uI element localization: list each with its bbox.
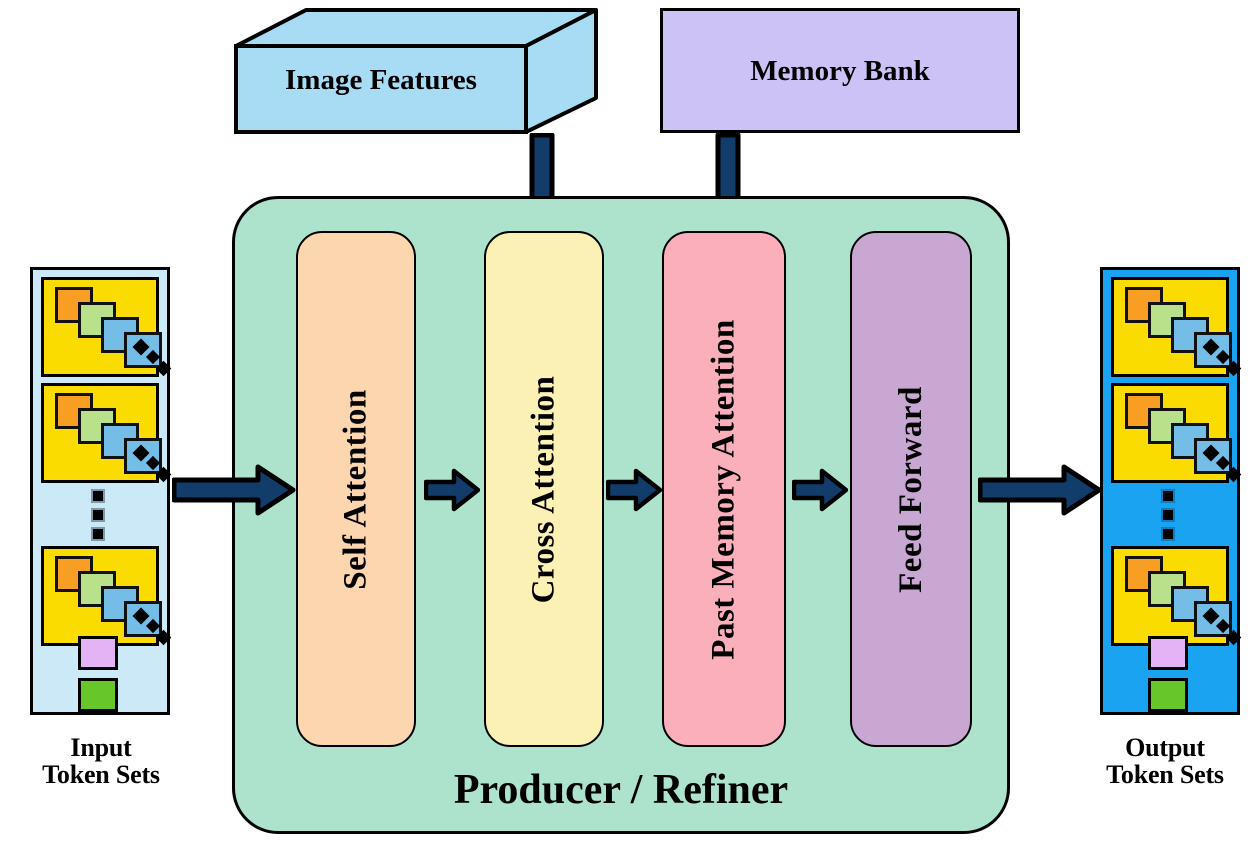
image-features-label: Image Features <box>285 64 477 96</box>
output-violet-chip[interactable] <box>1148 636 1188 670</box>
image-features-block[interactable]: Image Features <box>232 6 600 134</box>
output-green-chip[interactable] <box>1148 678 1188 712</box>
memory-bank-block[interactable] <box>660 8 1020 133</box>
input-caption-line2: Token Sets <box>42 759 160 789</box>
output-token-sets-caption: Output Token Sets <box>1060 733 1259 789</box>
stage-cross-attention[interactable]: Cross Attention <box>484 231 604 747</box>
input-token-card-2[interactable] <box>41 383 172 483</box>
output-caption-line1: Output <box>1125 733 1205 762</box>
output-token-card-1[interactable] <box>1111 277 1242 377</box>
input-token-card-3[interactable] <box>41 546 172 646</box>
stage-feed-forward[interactable]: Feed Forward <box>850 231 972 747</box>
input-token-sets-caption: Input Token Sets <box>0 733 206 789</box>
stage-past-memory-attention-label: Past Memory Attention <box>705 318 742 660</box>
output-caption-line2: Token Sets <box>1106 759 1224 789</box>
input-caption-line1: Input <box>70 733 132 762</box>
arrow-cross-to-past <box>606 468 662 512</box>
stage-feed-forward-label: Feed Forward <box>892 385 929 593</box>
stage-past-memory-attention[interactable]: Past Memory Attention <box>662 231 786 747</box>
stage-self-attention[interactable]: Self Attention <box>296 231 416 747</box>
stage-self-attention-label: Self Attention <box>337 388 374 590</box>
input-violet-chip[interactable] <box>78 636 118 670</box>
output-token-card-2[interactable] <box>1111 383 1242 483</box>
arrow-self-to-cross <box>424 468 480 512</box>
token-layer-4 <box>1194 601 1232 637</box>
output-token-card-3[interactable] <box>1111 546 1242 646</box>
memory-bank-label: Memory Bank <box>750 55 930 87</box>
output-ellipsis <box>1158 489 1184 541</box>
arrow-past-to-feedforward <box>792 468 848 512</box>
token-layer-4 <box>124 438 162 474</box>
arrow-producer-to-output <box>978 464 1102 516</box>
stage-cross-attention-label: Cross Attention <box>525 375 562 603</box>
input-token-card-1[interactable] <box>41 277 172 377</box>
arrow-input-to-producer <box>172 464 296 516</box>
input-ellipsis <box>88 489 114 541</box>
producer-refiner-title: Producer / Refiner <box>453 767 789 813</box>
token-layer-4 <box>124 601 162 637</box>
input-green-chip[interactable] <box>78 678 118 712</box>
